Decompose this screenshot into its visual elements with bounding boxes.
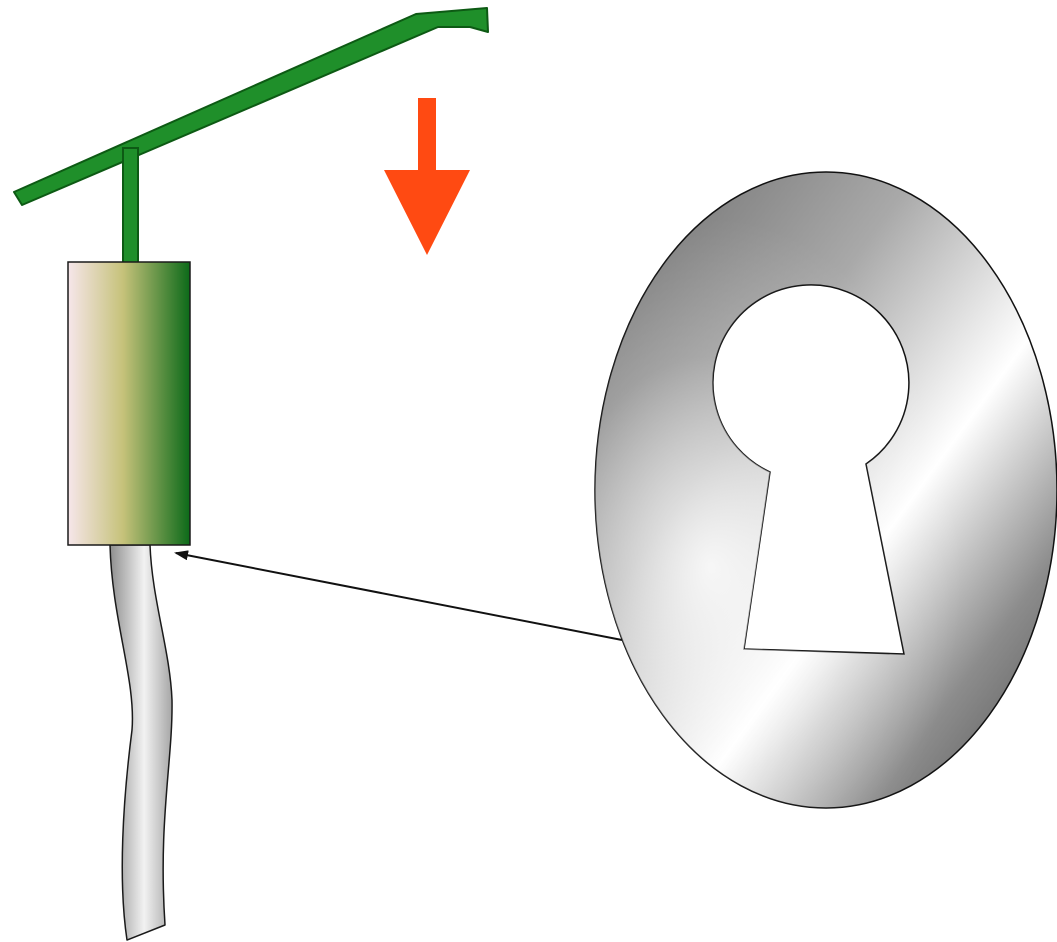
keyhole-plate-icon	[594, 171, 1057, 809]
pointer-arrow-icon	[174, 550, 623, 641]
down-arrow-icon	[384, 98, 470, 255]
stem-rod-icon	[122, 147, 139, 264]
sleeve-cylinder-icon	[67, 261, 191, 546]
string-strand-icon	[109, 544, 173, 941]
